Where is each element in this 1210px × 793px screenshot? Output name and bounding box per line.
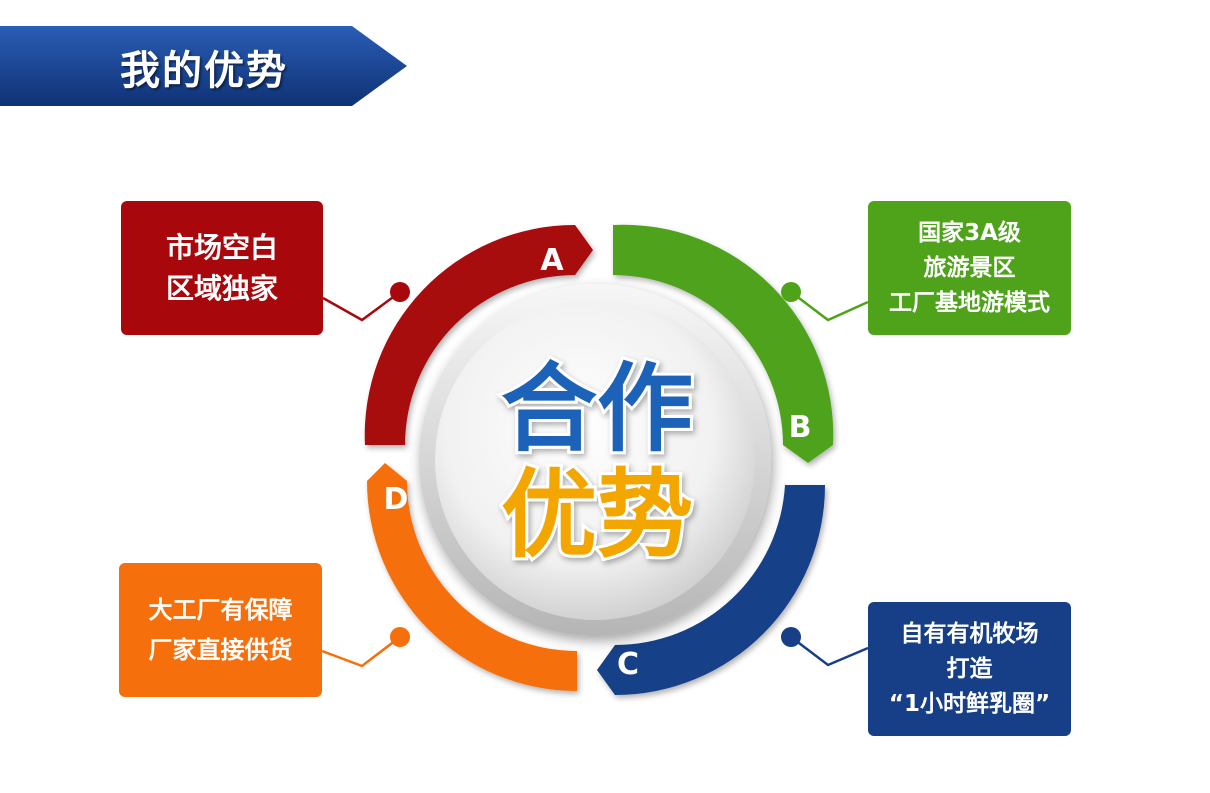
advantage-box-a: 市场空白 区域独家 — [121, 201, 323, 335]
center-title-line2: 优势 — [501, 459, 693, 571]
connector-b — [781, 282, 869, 322]
box-c-line2: 打造 — [946, 655, 993, 682]
advantage-box-d: 大工厂有保障 厂家直接供货 — [119, 563, 322, 697]
segment-d-letter: D — [384, 482, 409, 517]
segment-d — [367, 463, 577, 691]
header-banner: 我的优势 — [0, 26, 410, 106]
segment-a-letter: A — [540, 243, 564, 278]
box-b-line2: 旅游景区 — [923, 254, 1016, 281]
box-b-line1: 国家3A级 — [918, 219, 1021, 246]
advantage-box-c: 自有有机牧场 打造 “1小时鲜乳圈” — [868, 602, 1071, 736]
box-a-line1: 市场空白 — [165, 231, 278, 264]
segment-b — [613, 224, 834, 463]
connector-a — [322, 282, 410, 322]
center-disc — [435, 300, 755, 620]
segment-a — [364, 224, 593, 445]
box-b-line3: 工厂基地游模式 — [889, 289, 1050, 316]
box-a-line2: 区域独家 — [165, 272, 278, 305]
connector-d — [321, 627, 410, 668]
banner-arrow-shape — [0, 26, 407, 106]
segment-c — [597, 485, 825, 695]
page-title: 我的优势 — [120, 48, 288, 94]
box-c-line3: “1小时鲜乳圈” — [888, 690, 1051, 717]
box-c-line1: 自有有机牧场 — [900, 620, 1039, 647]
box-d-line1: 大工厂有保障 — [148, 596, 293, 624]
center-title-line1: 合作 — [501, 353, 693, 465]
advantage-box-b: 国家3A级 旅游景区 工厂基地游模式 — [868, 201, 1071, 335]
segment-c-letter: C — [617, 647, 639, 682]
segment-b-letter: B — [789, 410, 812, 445]
box-d-line2: 厂家直接供货 — [148, 636, 293, 664]
connector-c — [781, 627, 869, 667]
